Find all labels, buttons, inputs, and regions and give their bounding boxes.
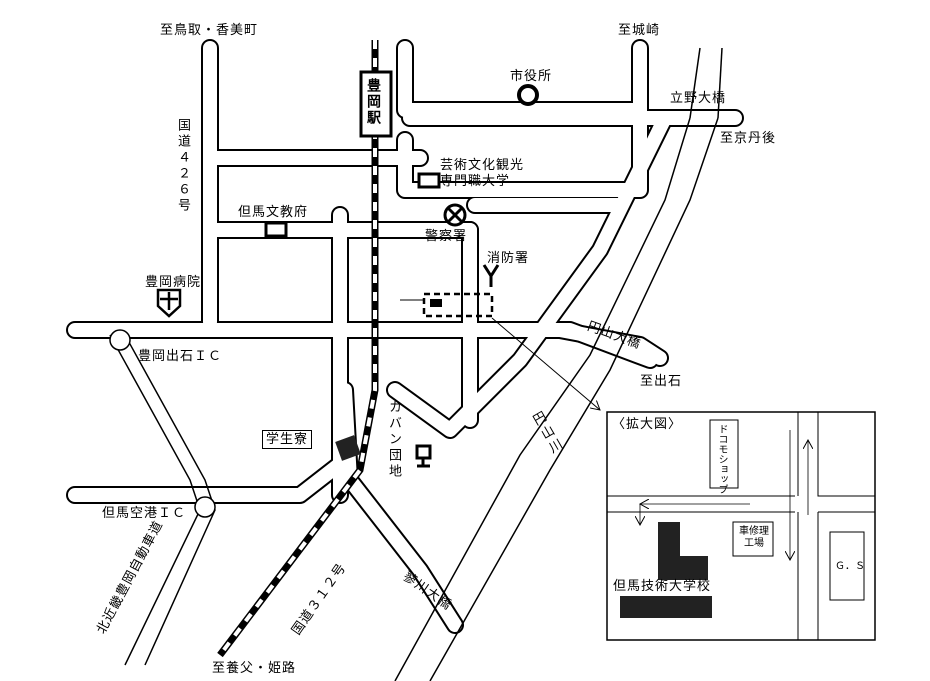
police-label: 警察署 — [425, 229, 468, 244]
bag-complex-label: カバン団地 — [386, 400, 401, 480]
toyooka-izushi-ic-label: 豊岡出石ＩＣ — [138, 349, 223, 364]
to-kinosaki-label: 至城崎 — [618, 23, 661, 38]
toyooka-station-label: 豊岡駅 — [365, 78, 381, 126]
repair-shop-label: 車修理工場 — [739, 526, 769, 549]
to-izushi-label: 至出石 — [640, 374, 683, 389]
city-hall-symbol — [517, 84, 539, 106]
tajima-bunkyofu-label: 但馬文教府 — [238, 205, 309, 220]
inset-title: 〈拡大図〉 — [612, 417, 683, 432]
fire-station-label: 消防署 — [487, 251, 530, 266]
gas-station-label: Ｇ．Ｓ — [835, 561, 865, 572]
route-426-label: 国道４２６号 — [175, 118, 190, 214]
tachino-bridge-label: 立野大橋 — [670, 91, 727, 106]
college-label: 芸術文化観光 専門職大学 — [440, 158, 525, 189]
school-label: 但馬技術大学校 — [613, 579, 712, 594]
tajima-airport-ic-label: 但馬空港ＩＣ — [102, 506, 187, 521]
docomo-shop-label: ドコモショップ — [716, 424, 727, 494]
city-hall-label: 市役所 — [510, 69, 553, 84]
to-kyotango-label: 至京丹後 — [720, 131, 777, 146]
toyooka-hospital-label: 豊岡病院 — [145, 275, 202, 290]
to-yabu-himeji-label: 至養父・姫路 — [212, 661, 297, 676]
dormitory-label: 学生寮 — [262, 430, 313, 449]
to-tottori-label: 至鳥取・香美町 — [160, 23, 259, 38]
